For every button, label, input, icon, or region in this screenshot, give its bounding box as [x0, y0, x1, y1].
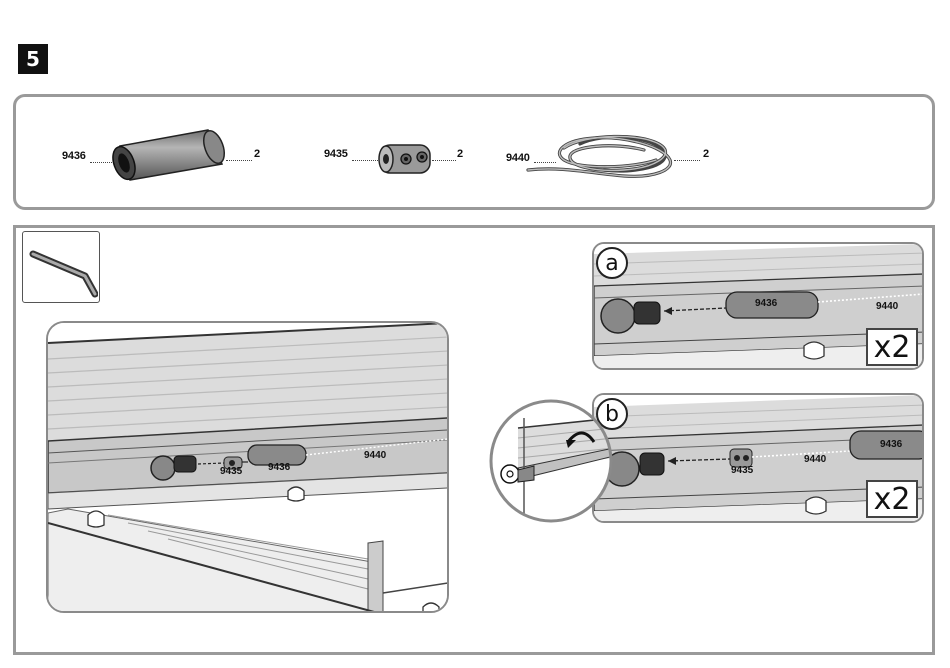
part-9435-qty: 2	[457, 148, 463, 160]
part-9436-qty: 2	[254, 148, 260, 160]
detail-b-label-9440: 9440	[804, 454, 826, 465]
part-9436-id: 9436	[62, 150, 86, 162]
part-9436-qty-leader	[226, 160, 252, 161]
main-scene	[46, 321, 449, 613]
main-label-9440: 9440	[364, 450, 386, 461]
detail-a-label-9440: 9440	[876, 301, 898, 312]
tool-box	[22, 231, 100, 303]
detail-a-letter-badge: a	[596, 247, 628, 279]
detail-a-letter: a	[605, 251, 618, 276]
main-label-9435: 9435	[220, 466, 242, 477]
step-number-badge: 5	[18, 44, 48, 74]
clamp-9435-icon	[374, 140, 438, 180]
cord-9440-icon	[524, 126, 684, 188]
detail-b-label-9436: 9436	[880, 439, 902, 450]
detail-b-label-9435: 9435	[731, 465, 753, 476]
part-9440-qty: 2	[703, 148, 709, 160]
magnifier-detail-icon	[488, 398, 614, 524]
part-9435-qty-leader	[432, 160, 456, 161]
detail-b-multiplier: x2	[866, 480, 918, 518]
gutter-illustration	[48, 323, 448, 613]
sleeve-9436-icon	[108, 124, 232, 184]
detail-a-label-9436: 9436	[755, 298, 777, 309]
main-label-9436: 9436	[268, 462, 290, 473]
detail-a-multiplier: x2	[866, 328, 918, 366]
allen-key-icon	[23, 232, 98, 301]
part-9435-id: 9435	[324, 148, 348, 160]
step-number: 5	[26, 47, 40, 71]
part-9440-qty-leader	[674, 160, 700, 161]
